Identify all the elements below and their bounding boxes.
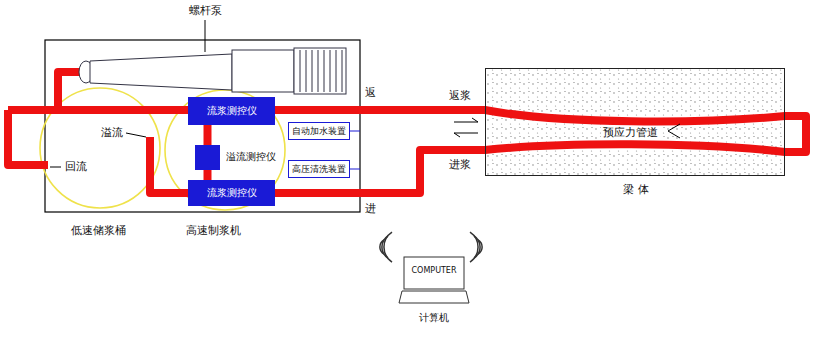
node-text: 高压清洗装置	[292, 164, 346, 175]
grout-pipe	[204, 125, 212, 145]
computer-icon	[398, 255, 470, 307]
wireless-symbol	[470, 232, 478, 262]
motor-fins-frame	[294, 48, 346, 94]
leader-line	[205, 20, 206, 52]
duct-lower	[485, 144, 785, 152]
computer-keyboard	[399, 291, 469, 303]
part-label: 回流	[64, 160, 88, 173]
node-text: 流浆测控仪	[207, 105, 257, 117]
node-text: 梁 体	[623, 183, 649, 196]
grout-pipe	[204, 170, 212, 180]
part-label: 返浆	[448, 89, 472, 102]
leader-line	[126, 133, 146, 137]
flow-arrow	[454, 118, 478, 122]
overflow-pipe	[150, 137, 188, 193]
overflow-meter-body	[195, 145, 220, 170]
screw-pump-body	[90, 54, 232, 90]
node-text: 流浆测控仪	[207, 187, 257, 199]
pump-motor	[232, 50, 294, 92]
device-wire	[350, 131, 360, 169]
node-text: 自动加水装置	[292, 126, 346, 137]
wireless-symbol	[384, 232, 392, 262]
flow-arrow	[454, 133, 478, 137]
machine-housing	[45, 40, 360, 212]
part-label: 低速储浆桶	[70, 224, 127, 237]
flow-meter-box: 流浆测控仪	[188, 180, 275, 206]
node-text: 溢流测控仪	[225, 151, 277, 163]
grout-pipe	[275, 106, 485, 114]
return-loop-pipe	[8, 110, 48, 165]
part-label: 螺杆泵	[188, 4, 223, 17]
leader-line	[50, 167, 61, 168]
main-pipe	[8, 106, 188, 114]
device-box: 高压清洗装置	[288, 160, 350, 178]
part-label: 溢流	[100, 126, 124, 139]
duct-upper	[485, 110, 806, 152]
computer: COMPUTER计算机	[398, 255, 470, 307]
grout-pipe	[275, 150, 485, 193]
motor-fins	[300, 50, 342, 92]
node-text: 计算机	[398, 312, 470, 324]
node-text: 预应力管道	[601, 126, 660, 139]
part-label: 进浆	[448, 158, 472, 171]
part-label: 进	[364, 202, 377, 215]
beam-body: 预应力管道梁 体	[485, 68, 785, 176]
node-text: COMPUTER	[398, 266, 470, 276]
device-box: 自动加水装置	[288, 122, 350, 140]
flow-meter-box: 流浆测控仪	[188, 97, 275, 125]
part-label: 返	[364, 86, 377, 99]
leader-line	[668, 124, 680, 138]
part-label: 高速制浆机	[185, 224, 242, 237]
overflow-meter: 溢流测控仪	[195, 145, 281, 170]
